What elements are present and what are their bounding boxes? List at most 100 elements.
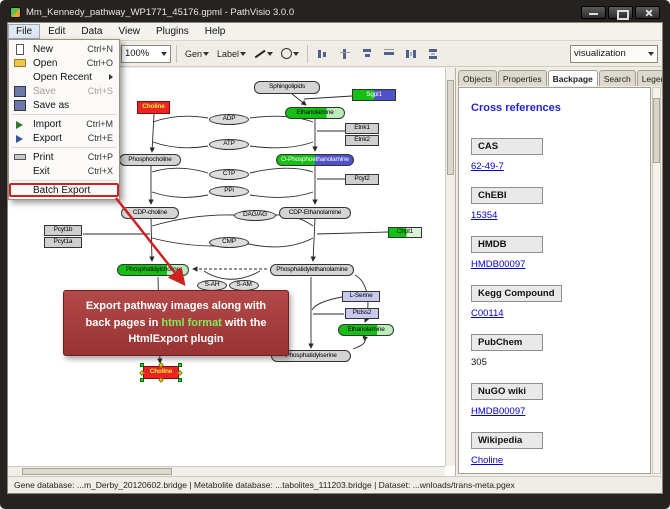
close-button[interactable] (635, 6, 660, 19)
backpage-section-title: CAS (471, 138, 543, 155)
pathway-node-ethanolamine[interactable]: Ethanolamine (338, 324, 394, 336)
menu-item-label: Batch Export (33, 184, 91, 196)
pathway-node-cdp-ethanolamine[interactable]: CDP-Ethanolamine (279, 207, 351, 219)
tab-objects[interactable]: Objects (458, 70, 497, 86)
minimize-button[interactable] (581, 6, 606, 19)
export-icon (14, 133, 26, 144)
tab-properties[interactable]: Properties (497, 70, 547, 86)
backpage-link[interactable]: 15354 (471, 210, 498, 221)
pathway-node-ppi[interactable]: PPi (209, 186, 249, 197)
menu-separator (11, 114, 117, 115)
menu-item-shortcut: Ctrl+P (87, 152, 113, 162)
selection-handle[interactable] (139, 369, 145, 376)
pathway-node-pcyt1a[interactable]: Pcyt1a (44, 237, 82, 248)
menu-data[interactable]: Data (81, 26, 103, 37)
tab-backpage[interactable]: Backpage (547, 70, 598, 86)
menu-plugins[interactable]: Plugins (155, 26, 189, 37)
menu-item-label: Save as (33, 99, 70, 111)
zoom-combobox[interactable]: 100% (120, 44, 171, 63)
pathway-node-sphingolipids[interactable]: Sphingolipids (254, 81, 320, 94)
menu-edit[interactable]: Edit (48, 26, 66, 37)
pathway-node-atp[interactable]: ATP (209, 139, 249, 150)
selection-handle[interactable] (140, 363, 144, 367)
panel-scrollbar[interactable] (652, 87, 661, 474)
pathway-node-choline[interactable]: Choline (139, 362, 183, 383)
align-left-button[interactable] (313, 44, 333, 64)
pathway-node-chpt1[interactable]: Chpt1 (388, 227, 422, 238)
pathway-node-pcyt1b[interactable]: Pcyt1b (44, 225, 82, 236)
pathway-node-adp[interactable]: ADP (209, 114, 249, 125)
pathway-node-choline[interactable]: Choline (137, 101, 170, 114)
pathway-node-etnk2[interactable]: Etnk2 (345, 135, 379, 146)
tab-search[interactable]: Search (598, 70, 636, 86)
scrollbar-thumb[interactable] (447, 80, 454, 175)
shape-tool-button[interactable] (278, 44, 302, 64)
backpage-link[interactable]: 62-49-7 (471, 161, 504, 172)
pathway-node-ctp[interactable]: CTP (209, 169, 249, 180)
align-center-horizontal-button[interactable] (335, 44, 355, 64)
pathway-node-sgpl1[interactable]: Sgpl1 (352, 89, 396, 101)
datanode-tool-button[interactable]: Gen (182, 44, 212, 64)
menu-view[interactable]: View (118, 26, 140, 37)
titlebar[interactable]: Mm_Kennedy_pathway_WP1771_45176.gpml - P… (10, 4, 660, 21)
pathway-node-dag-ag[interactable]: DAG/AG (234, 210, 276, 221)
align-middle-button[interactable] (379, 44, 399, 64)
visualization-combobox[interactable]: visualization (570, 44, 658, 63)
chevron-down-icon (160, 51, 167, 56)
pathway-node-phosphocholine[interactable]: Phosphocholine (119, 154, 181, 166)
line-tool-button[interactable] (251, 44, 276, 64)
distribute-horizontal-icon (405, 48, 417, 60)
pathway-node-pcyt2[interactable]: Pcyt2 (345, 174, 379, 185)
distribute-horizontal-button[interactable] (401, 44, 421, 64)
pathway-node-etnk1[interactable]: Etnk1 (345, 123, 379, 134)
scrollbar-thumb[interactable] (22, 468, 172, 475)
file-menu-item-open-recent[interactable]: Open Recent (9, 70, 119, 84)
side-panel-tabs: ObjectsPropertiesBackpageSearchLegend (456, 68, 662, 86)
backpage-link[interactable]: HMDB00097 (471, 406, 526, 417)
align-left-icon (317, 48, 329, 60)
pathway-node-phosphatidylcholine[interactable]: Phosphatidylcholine (117, 264, 189, 276)
menu-file[interactable]: File (8, 24, 41, 39)
datanode-tool-label: Gen (184, 48, 202, 59)
canvas-horizontal-scrollbar[interactable] (8, 466, 445, 476)
pathway-node-phosphatidylserine[interactable]: Phosphatidylserine (271, 350, 351, 362)
backpage-link[interactable]: Choline (471, 455, 504, 466)
label-tool-button[interactable]: Label (214, 44, 249, 64)
menu-item-shortcut: Ctrl+E (87, 133, 113, 143)
pathway-node-cmp[interactable]: CMP (209, 237, 249, 248)
selection-handle[interactable] (140, 378, 144, 382)
tab-legend[interactable]: Legend (636, 70, 662, 86)
pathway-node-phosphatidylethanolamine[interactable]: Phosphatidylethanolamine (270, 264, 354, 276)
pathway-node-cdp-choline[interactable]: CDP-choline (121, 207, 179, 219)
pathway-node-l-serine[interactable]: L-Serine (342, 291, 380, 302)
menu-help[interactable]: Help (204, 26, 226, 37)
distribute-vertical-button[interactable] (423, 44, 443, 64)
visualization-value: visualization (574, 48, 626, 59)
chevron-down-icon (266, 51, 273, 56)
import-icon (14, 119, 26, 130)
pathway-node-o-phosphoethanolamine[interactable]: O-Phosphoethanolamine (276, 154, 354, 166)
scrollbar-thumb[interactable] (653, 98, 660, 163)
statusbar: Gene database: ...m_Derby_20120602.bridg… (8, 476, 662, 493)
selection-handle[interactable] (178, 363, 182, 367)
pathway-node-ethanolamine[interactable]: Ethanolamine (285, 107, 345, 119)
pathway-node-ptdss2[interactable]: Ptdss2 (345, 308, 379, 319)
maximize-button[interactable] (608, 6, 633, 20)
backpage-link[interactable]: C00114 (471, 308, 504, 319)
backpage-link[interactable]: HMDB00097 (471, 259, 526, 270)
file-menu-item-batch-export[interactable]: Batch Export (9, 183, 119, 197)
file-menu-item-save-as[interactable]: Save as (9, 98, 119, 112)
selection-handle[interactable] (178, 378, 182, 382)
align-top-button[interactable] (357, 44, 377, 64)
canvas-vertical-scrollbar[interactable] (445, 68, 455, 466)
